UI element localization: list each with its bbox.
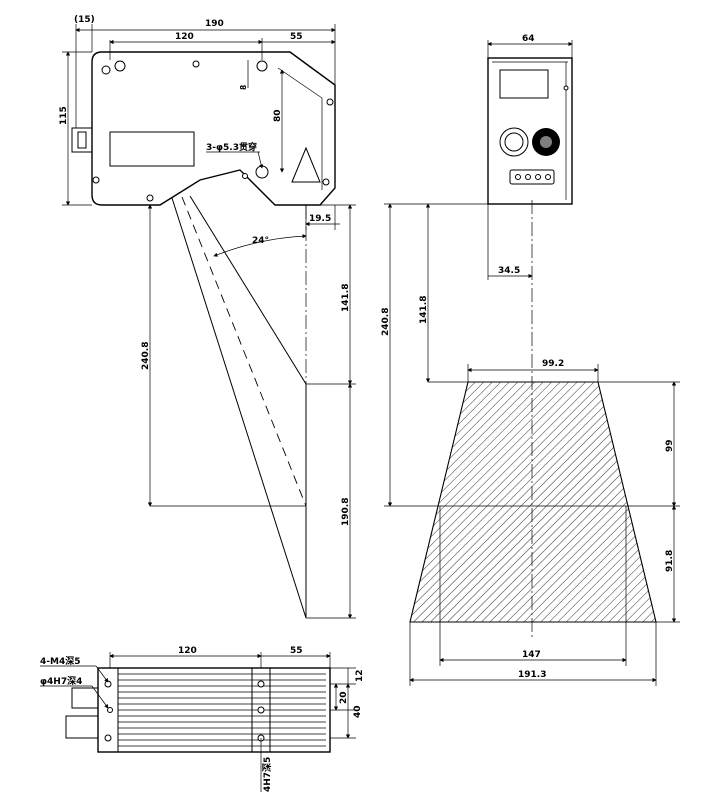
bottom-connector-2 (65, 715, 99, 739)
measurement-range-area (409, 381, 657, 623)
dim-190-8-side: 190.8 (341, 498, 351, 526)
dim-99-2: 99.2 (542, 359, 564, 369)
dim-141-8-front: 141.8 (419, 296, 429, 324)
side-connector-pin (77, 131, 87, 149)
side-view: (15) 190 120 55 115 8 80 3-φ5.3贯穿 19.5 (59, 15, 356, 619)
front-body (487, 57, 573, 205)
dim-34-5: 34.5 (498, 266, 520, 276)
dim-20: 20 (339, 691, 349, 704)
connector-left-icon (499, 127, 529, 157)
dim-8: 8 (239, 85, 248, 90)
dim-55-bottom: 55 (290, 646, 303, 656)
screw-icon (101, 65, 111, 75)
dim-99: 99 (665, 439, 675, 452)
bottom-connector (71, 687, 99, 709)
hole-note: 3-φ5.3贯穿 (206, 141, 257, 153)
dim-240-8-front: 240.8 (381, 308, 391, 336)
front-window (499, 69, 549, 99)
dim-80: 80 (273, 109, 283, 122)
screw-icon (242, 173, 248, 179)
dim-120-bottom: 120 (178, 646, 197, 656)
screw-icon (92, 176, 100, 184)
sensor-body-outline (91, 51, 336, 206)
cooling-fins (118, 673, 326, 747)
dim-64: 64 (522, 34, 535, 44)
beam-edge-inner (189, 195, 307, 385)
note-h7-bottom: 4H7深5 (261, 757, 273, 792)
dim-91-8: 91.8 (665, 550, 675, 572)
screw-icon (326, 98, 334, 106)
dim-40: 40 (353, 705, 363, 718)
front-led-panel (509, 169, 555, 185)
note-m4: 4-M4深5 (40, 655, 80, 667)
dim-141-8-side: 141.8 (341, 284, 351, 312)
angle-24: 24° (252, 236, 269, 246)
dim-120: 120 (175, 32, 194, 42)
dim-115: 115 (59, 106, 69, 125)
screw-icon (256, 60, 268, 72)
beam-edge-left (171, 197, 307, 619)
dim-147: 147 (522, 650, 541, 660)
screw-icon (322, 178, 330, 186)
dim-240-8-side: 240.8 (141, 342, 151, 370)
dim-paren-15: (15) (74, 15, 95, 25)
warning-triangle-icon (291, 146, 321, 183)
bottom-view: 120 55 4-M4深5 φ4H7深4 12 20 40 4H7深5 (40, 646, 365, 792)
front-view: 64 34.5 240.8 141.8 99.2 99 91.8 (381, 34, 680, 686)
end-cap (97, 667, 119, 753)
dim-190: 190 (205, 19, 224, 29)
screw-icon (192, 60, 200, 68)
screw-icon (114, 60, 126, 72)
note-h7-left: φ4H7深4 (40, 675, 82, 687)
body-inner-edge (277, 67, 323, 190)
side-connector (71, 127, 93, 153)
dim-19-5: 19.5 (309, 214, 331, 224)
beam-center-dashed (181, 196, 307, 507)
dim-191-3: 191.3 (518, 670, 546, 680)
screw-icon (146, 194, 154, 202)
dim-55: 55 (290, 32, 303, 42)
dim-12: 12 (355, 669, 365, 682)
side-window (109, 131, 195, 167)
